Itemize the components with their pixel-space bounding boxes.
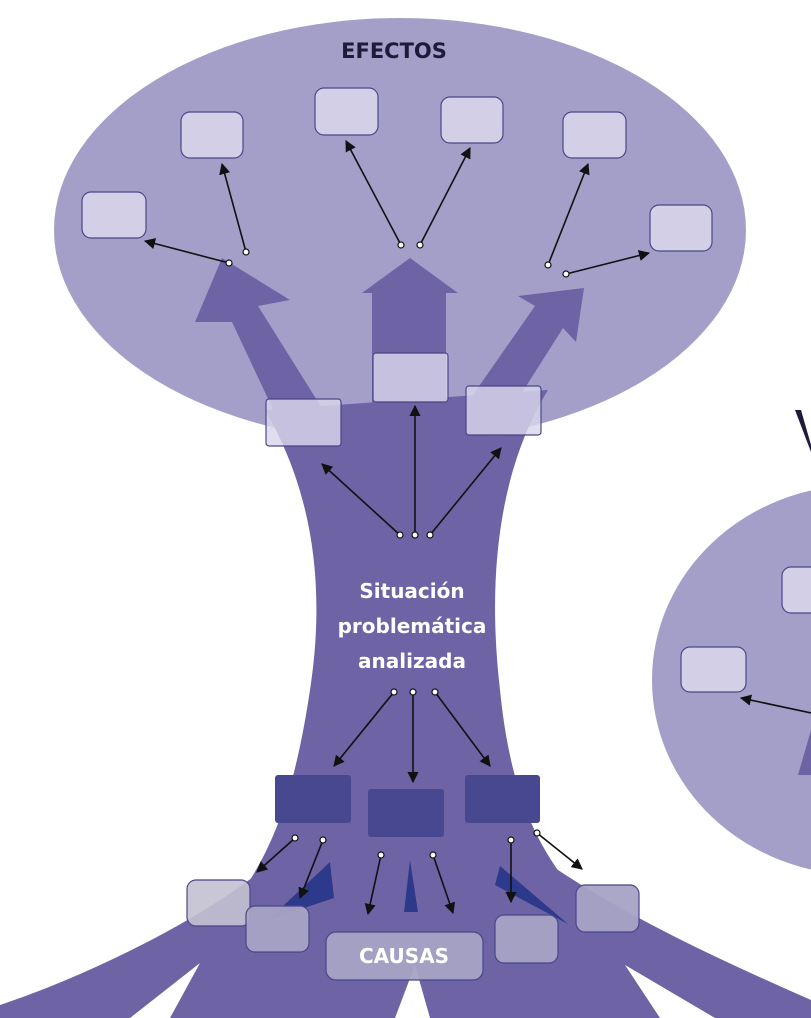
connector-dot: [429, 851, 437, 859]
effect-box-3: [314, 87, 379, 136]
connector: [565, 250, 651, 275]
direct-effect-box-right: [465, 385, 542, 436]
second-tree-fragment: [652, 410, 811, 870]
situation-label-line2: problemática: [338, 614, 487, 638]
effects-heading: EFECTOS: [341, 39, 447, 63]
connector-dot: [225, 259, 233, 267]
connector-dot: [544, 261, 552, 269]
cause-box-3: [325, 931, 484, 981]
cause-box-5: [575, 884, 640, 933]
effect-box-6: [649, 204, 713, 252]
connector: [321, 463, 401, 536]
second-tree-edge-mark: [795, 410, 811, 452]
connector-dot: [411, 531, 419, 539]
causes-heading: CAUSAS: [359, 944, 449, 968]
situation-label-line3: analizada: [358, 649, 466, 673]
connector: [419, 147, 471, 246]
connector-dot: [562, 270, 570, 278]
root-spike-right: [495, 866, 568, 924]
effect-box-1: [81, 191, 147, 239]
root-spike-center: [404, 860, 418, 912]
connector: [536, 832, 583, 870]
connector-dot: [396, 531, 404, 539]
connector-dot: [533, 829, 541, 837]
connector-dot: [319, 836, 327, 844]
connector-dot: [377, 851, 385, 859]
effect-box-5: [562, 111, 627, 159]
cause-box-4: [494, 914, 559, 964]
second-tree-arrow-fragment: [798, 730, 811, 775]
connector-dot: [291, 834, 299, 842]
connector: [434, 691, 491, 767]
effect-box-2: [180, 111, 244, 159]
connector: [256, 837, 296, 873]
connector: [547, 162, 590, 266]
cause-box-1: [186, 879, 251, 927]
connector-dot: [390, 688, 398, 696]
connector-dot: [409, 688, 417, 696]
connector-dot: [507, 836, 515, 844]
direct-effect-box-left: [265, 398, 342, 447]
second-tree-effect-box-1: [781, 566, 811, 614]
situation-label-line1: Situación: [359, 579, 464, 603]
connector: [143, 238, 230, 264]
connector: [432, 854, 456, 915]
cause-box-2: [245, 905, 310, 953]
effect-arrow-left: [195, 258, 345, 445]
connector: [333, 691, 395, 767]
connector-dot: [242, 248, 250, 256]
effect-box-4: [440, 96, 504, 144]
connector-dot: [397, 241, 405, 249]
connector: [345, 140, 402, 246]
connector: [364, 854, 382, 916]
direct-cause-box-center: [368, 789, 444, 837]
direct-cause-box-right: [465, 775, 540, 823]
connector-dot: [426, 531, 434, 539]
direct-effect-box-center: [372, 352, 449, 403]
second-tree-effect-box-2: [680, 646, 747, 693]
connector: [298, 839, 324, 900]
direct-cause-box-left: [275, 775, 351, 823]
second-tree-connector: [739, 694, 811, 714]
connector-dot: [431, 688, 439, 696]
connector-dot: [416, 241, 424, 249]
connector: [219, 162, 247, 253]
connector: [429, 447, 502, 536]
